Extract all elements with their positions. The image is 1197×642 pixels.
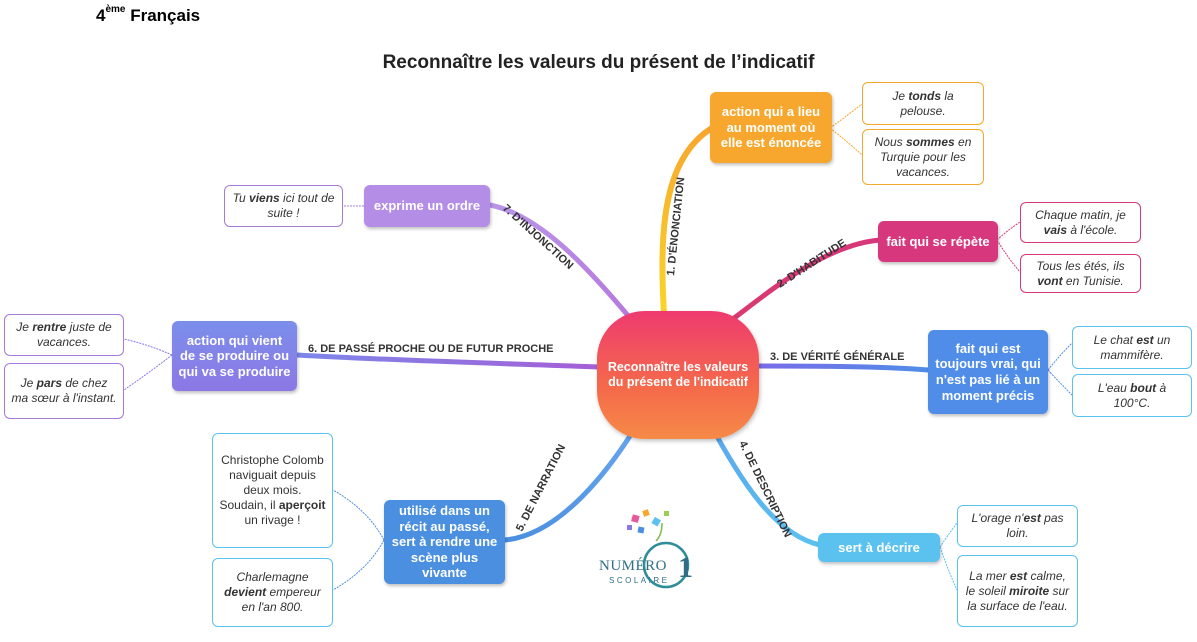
branch-2-example-1: Chaque matin, je vais à l'école. (1020, 202, 1141, 243)
verb-highlight: aperçoit (278, 498, 326, 512)
verb-highlight: pars (36, 376, 62, 390)
branch-1-line (659, 125, 715, 318)
example-text: Le chat est un mammifère. (1093, 332, 1171, 362)
example-text: Je tonds la pelouse. (892, 88, 954, 118)
branch-5-example-2: Charlemagne devient empereur en l'an 800… (212, 558, 333, 627)
logo-sub-text: SCOLAIRE (609, 576, 669, 585)
branch-6-definition: action qui vient de se produire ou qui v… (172, 321, 297, 391)
verb-highlight: sommes (905, 134, 955, 149)
verb-highlight: vais (1043, 222, 1068, 237)
branch-4-definition: sert à décrire (818, 533, 940, 562)
branch-4-example-2: La mer est calme, le soleil miroite sur … (957, 555, 1078, 627)
verb-highlight: rentre (32, 320, 67, 334)
branch-2-definition: fait qui se répète (878, 221, 998, 262)
branch-1-example-1: Je tonds la pelouse. (862, 82, 984, 125)
branch-5-line (502, 417, 643, 543)
branch-3-line (752, 363, 931, 373)
example-text: La mer est calme, le soleil miroite sur … (965, 568, 1070, 613)
example-text: L'eau bout à 100°C. (1097, 380, 1167, 410)
verb-highlight: bout (1130, 380, 1157, 395)
branch-4-line (705, 417, 823, 548)
example-text: Chaque matin, je vais à l'école. (1035, 207, 1126, 237)
branch-6-example-1: Je rentre juste de vacances. (4, 314, 124, 356)
branch-3-example-1: Le chat est un mammifère. (1072, 326, 1192, 369)
branch-5-example-1: Christophe Colomb naviguait depuis deux … (212, 433, 333, 548)
verb-highlight: est (1136, 332, 1154, 347)
verb-highlight: devient (224, 585, 267, 599)
verb-highlight: tonds (908, 88, 941, 103)
example-text: Christophe Colomb naviguait depuis deux … (219, 453, 326, 527)
branch-3-label: 3. DE VÉRITÉ GÉNÉRALE (770, 350, 904, 363)
branch-7-line (487, 202, 633, 321)
numero-1-logo: NUMÉRO 1 SCOLAIRE (599, 509, 693, 589)
branch-2-example-2: Tous les étés, ils vont en Tunisie. (1020, 254, 1141, 293)
branch-2-line (719, 237, 883, 330)
example-text: Tous les étés, ils vont en Tunisie. (1036, 258, 1125, 288)
example-text: Nous sommes en Turquie pour les vacances… (874, 134, 972, 179)
verb-highlight: miroite (1009, 583, 1050, 598)
confetti-icon (627, 509, 669, 534)
logo-number: 1 (678, 551, 693, 584)
branch-5-label: 5. DE NARRATION (514, 443, 568, 534)
branch-3-example-2: L'eau bout à 100°C. (1072, 374, 1192, 417)
branch-7-label: 7. D'INJONCTION (500, 202, 575, 272)
branch-3-definition: fait qui est toujours vrai, qui n'est pa… (928, 330, 1048, 414)
branch-6-line (294, 352, 601, 370)
branch-1-example-2: Nous sommes en Turquie pour les vacances… (862, 129, 984, 185)
grade-heading: 4ème Français (96, 4, 201, 25)
verb-highlight: est (1009, 568, 1028, 583)
branch-7-example-1: Tu viens ici tout de suite ! (224, 185, 343, 227)
branch-4-label: 4. DE DESCRIPTION (736, 439, 793, 539)
branch-5-definition: utilisé dans un récit au passé, sert à r… (384, 500, 505, 584)
branch-4-example-1: L'orage n'est pas loin. (957, 505, 1078, 547)
central-topic: Reconnaître les valeurs du présent de l'… (597, 311, 759, 439)
verb-highlight: viens (249, 191, 280, 205)
logo-main-text: NUMÉRO (599, 557, 667, 574)
branch-6-example-2: Je pars de chez ma sœur à l'instant. (4, 363, 124, 419)
page-title: Reconnaître les valeurs du présent de l’… (382, 52, 815, 73)
example-text: L'orage n'est pas loin. (971, 511, 1064, 540)
example-text: Je pars de chez ma sœur à l'instant. (11, 376, 117, 405)
branch-2-label: 2. D'HABITUDE (775, 237, 848, 290)
example-text: Charlemagne devient empereur en l'an 800… (224, 570, 321, 614)
example-text: Tu viens ici tout de suite ! (232, 191, 335, 220)
example-text: Je rentre juste de vacances. (16, 320, 112, 349)
branch-6-label: 6. DE PASSÉ PROCHE OU DE FUTUR PROCHE (308, 342, 554, 355)
verb-highlight: vont (1037, 273, 1063, 288)
branch-7-definition: exprime un ordre (364, 185, 490, 227)
verb-highlight: est (1023, 511, 1041, 525)
branch-1-definition: action qui a lieu au moment où elle est … (710, 92, 832, 163)
